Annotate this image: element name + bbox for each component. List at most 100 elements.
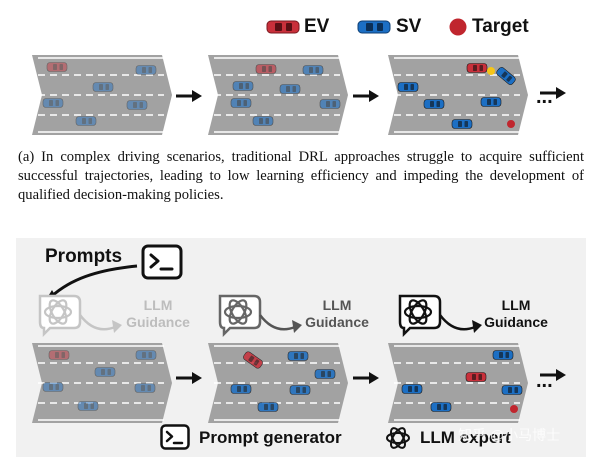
- sv-car: [302, 65, 324, 75]
- car-window: [53, 64, 57, 70]
- sv-car: [135, 350, 157, 360]
- sv-car: [501, 385, 523, 395]
- prompt-generator-terminal-icon: [141, 244, 183, 280]
- target-dot: [510, 405, 518, 413]
- car-window: [61, 352, 65, 358]
- car-window: [59, 64, 63, 70]
- car-window: [410, 84, 414, 90]
- llm-logo-icon: [43, 299, 73, 325]
- car-window: [499, 352, 503, 358]
- car-window: [268, 66, 272, 72]
- sv-car: [252, 116, 274, 126]
- car-window: [141, 385, 145, 391]
- sv-car: [451, 119, 473, 129]
- flow-arrow: [540, 369, 566, 381]
- car-window: [270, 404, 274, 410]
- logo-petal: [43, 304, 73, 320]
- road-a1: [32, 55, 172, 135]
- car-window: [99, 84, 103, 90]
- legend-ev-car-icon: [266, 20, 300, 34]
- sv-car: [135, 65, 157, 75]
- llm-arrow-3: [439, 314, 482, 333]
- car-window: [55, 100, 59, 106]
- sv-car: [232, 81, 254, 91]
- car-window: [326, 101, 330, 107]
- llm-label-line2: Guidance: [126, 314, 190, 330]
- logo-petal: [408, 299, 428, 325]
- sv-car: [397, 82, 419, 92]
- sv-car: [496, 67, 516, 85]
- llm-logo-icon: [403, 299, 433, 325]
- car-body: [319, 99, 341, 109]
- flow-arrow: [176, 90, 202, 102]
- car-window: [265, 118, 269, 124]
- car-window: [90, 403, 94, 409]
- car-window: [493, 99, 497, 105]
- car-window: [49, 100, 53, 106]
- car-window: [243, 386, 247, 392]
- llm-logo-icon: [223, 299, 253, 325]
- car-body: [77, 401, 99, 411]
- car-window: [508, 387, 512, 393]
- flow-arrow: [353, 372, 379, 384]
- car-window: [437, 404, 441, 410]
- car-body: [42, 382, 64, 392]
- road-a2: [208, 55, 348, 135]
- car-window: [286, 86, 290, 92]
- ev-car: [255, 64, 277, 74]
- sv-car: [126, 100, 148, 110]
- ev-car: [465, 372, 487, 382]
- car-window: [309, 67, 313, 73]
- car-body: [255, 64, 277, 74]
- car-window: [296, 387, 300, 393]
- arrow-head: [369, 372, 379, 384]
- llm-guidance-label-2: LLM Guidance: [297, 297, 377, 331]
- car-body: [135, 350, 157, 360]
- ev-car: [466, 63, 488, 73]
- sv-car: [134, 383, 156, 393]
- car-window: [148, 352, 152, 358]
- llm-label-line1: LLM: [322, 297, 352, 313]
- logo-petal: [408, 299, 428, 325]
- car-window: [464, 121, 468, 127]
- panel-a-ellipsis: ...: [536, 86, 553, 108]
- car-window: [237, 100, 241, 106]
- car-window: [327, 371, 331, 377]
- car-window: [315, 67, 319, 73]
- flow-arrow: [540, 87, 566, 99]
- car-body: [252, 116, 274, 126]
- arrow-head: [192, 372, 202, 384]
- car-body: [230, 98, 252, 108]
- sv-car: [77, 401, 99, 411]
- sv-car: [314, 369, 336, 379]
- sv-car: [257, 402, 279, 412]
- sv-car: [319, 99, 341, 109]
- car-window: [487, 99, 491, 105]
- prompt-generator-label: Prompt generator: [199, 428, 342, 447]
- sv-car: [480, 97, 502, 107]
- car-window: [514, 387, 518, 393]
- ev-car: [46, 62, 68, 72]
- flow-arrow: [353, 90, 379, 102]
- car-window: [430, 101, 434, 107]
- llm-logo-3: [403, 299, 433, 325]
- curve-arrow-line: [439, 314, 476, 331]
- car-window: [82, 118, 86, 124]
- sv-car: [230, 98, 252, 108]
- car-window: [505, 352, 509, 358]
- car-window: [88, 118, 92, 124]
- curve-arrow-line: [79, 314, 116, 331]
- curve-arrow-line: [259, 314, 296, 331]
- prompt-generator-legend-icon: [160, 424, 190, 450]
- sv-car: [279, 84, 301, 94]
- sv-car: [492, 350, 514, 360]
- sv-car: [42, 98, 64, 108]
- car-window: [332, 101, 336, 107]
- car-window: [262, 66, 266, 72]
- logo-petal: [48, 299, 68, 325]
- car-body: [279, 84, 301, 94]
- arrow-head: [556, 87, 566, 99]
- car-window: [414, 386, 418, 392]
- car-window: [101, 369, 105, 375]
